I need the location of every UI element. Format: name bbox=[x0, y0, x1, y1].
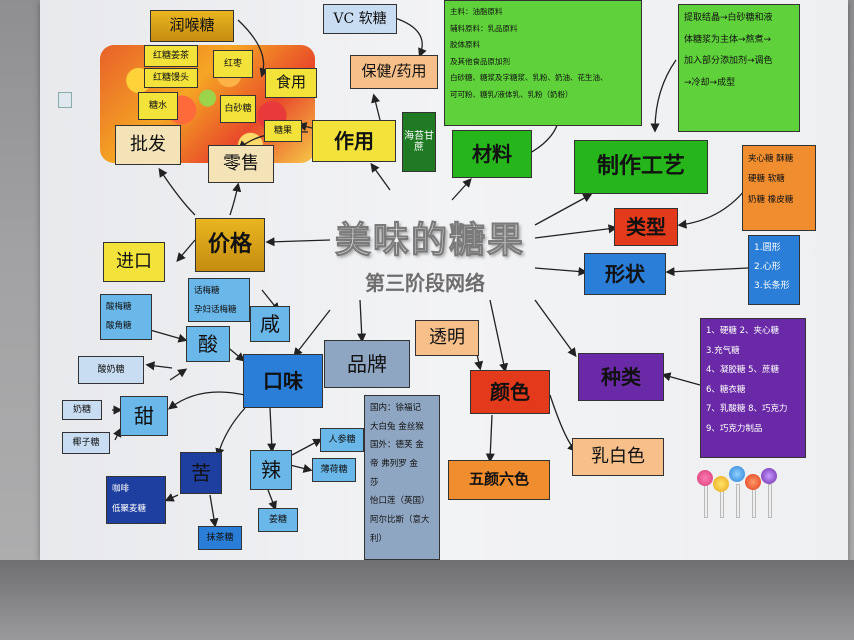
node-use: 作用 bbox=[312, 120, 396, 162]
node-retail: 零售 bbox=[208, 145, 274, 183]
materials-list: 主料：油脂原料 辅料原料：乳品原料 胶体原料 及其他食品原加剂 白砂糖、糖浆及字… bbox=[444, 0, 642, 126]
node-bitter: 苦 bbox=[180, 452, 222, 494]
node-sour-milk: 酸奶糖 bbox=[78, 356, 144, 384]
bitter-list: 咖啡 低聚麦糖 bbox=[106, 476, 166, 524]
node-flavor: 口味 bbox=[243, 354, 323, 408]
lollipop-icon bbox=[697, 470, 713, 486]
node-craft: 制作工艺 bbox=[574, 140, 708, 194]
center-subtitle: 第三阶段网络 bbox=[365, 270, 485, 295]
brand-list: 国内：徐福记 大白兔 金丝猴 国外：德芙 金 帝 弗列罗 金 莎 怡口莲（英国）… bbox=[364, 395, 440, 560]
node-shape: 形状 bbox=[584, 253, 666, 295]
lollipop-icon bbox=[745, 474, 761, 490]
lollipop-stick bbox=[736, 484, 740, 518]
node-transparent: 透明 bbox=[415, 320, 479, 356]
salty-list: 话梅糖 孕妇话梅糖 bbox=[188, 278, 250, 322]
node-edible: 食用 bbox=[265, 68, 317, 98]
node-seaweed-sweet: 海苔甘蔗 bbox=[402, 112, 436, 172]
node-brand: 品牌 bbox=[324, 340, 410, 388]
node-bitter-b: 抹茶糖 bbox=[198, 526, 242, 550]
lollipop-stick bbox=[704, 484, 708, 518]
node-sour: 酸 bbox=[186, 326, 230, 362]
node-salty: 咸 bbox=[250, 306, 290, 342]
node-sweet-a: 奶糖 bbox=[62, 400, 102, 420]
lollipop-icon bbox=[713, 476, 729, 492]
node-spicy-a: 人参糖 bbox=[320, 428, 364, 452]
node-spicy: 辣 bbox=[250, 450, 292, 490]
node-color: 颜色 bbox=[470, 370, 550, 414]
craft-list: 提取结晶→白砂糖和液 体糖浆为主体→熬煮→ 加入部分添加剂→调色 →冷却→成型 bbox=[678, 4, 800, 132]
category-list: 夹心糖 酥糖 硬糖 软糖 奶糖 橡皮糖 bbox=[742, 145, 816, 231]
node-materials: 材料 bbox=[452, 130, 532, 178]
node-spicy-b: 薄荷糖 bbox=[312, 458, 356, 482]
node-wholesale: 批发 bbox=[115, 125, 181, 165]
lollipop-icon bbox=[761, 468, 777, 484]
node-white-sugar: 白砂糖 bbox=[220, 95, 256, 123]
node-sweet-b: 椰子糖 bbox=[62, 432, 110, 454]
node-throat-candy: 润喉糖 bbox=[150, 10, 234, 42]
node-spicy-c: 姜糖 bbox=[258, 508, 298, 532]
node-types: 种类 bbox=[578, 353, 664, 401]
node-fruit-candy: 糖果 bbox=[264, 120, 302, 142]
document-icon[interactable] bbox=[58, 92, 72, 108]
node-category: 类型 bbox=[614, 208, 678, 246]
sour-list: 酸梅糖 酸角糖 bbox=[100, 294, 152, 340]
node-milky-white: 乳白色 bbox=[572, 438, 664, 476]
node-red-date: 红枣 bbox=[213, 50, 253, 78]
node-health-medicine: 保健/药用 bbox=[350, 55, 438, 89]
node-vc-candy: VC 软糖 bbox=[323, 4, 397, 34]
node-import: 进口 bbox=[103, 242, 165, 282]
center-title: 美味的糖果 bbox=[334, 219, 525, 262]
desk-surface bbox=[0, 560, 854, 640]
node-brown-sugar-ginger: 红糖姜茶 bbox=[144, 45, 198, 67]
node-price: 价格 bbox=[195, 218, 265, 272]
lollipop-icon bbox=[729, 466, 745, 482]
node-five-colors: 五颜六色 bbox=[448, 460, 550, 500]
lollipop-stick bbox=[768, 484, 772, 518]
types-list: 1、硬糖 2、夹心糖 3.充气糖 4、凝胶糖 5、蔗糖 6、糖衣糖 7、乳酸糖 … bbox=[700, 318, 806, 458]
node-sweet-water: 糖水 bbox=[138, 92, 178, 120]
node-brown-sugar-head: 红糖馒头 bbox=[144, 68, 198, 88]
node-sweet: 甜 bbox=[120, 396, 168, 436]
shape-list: 1.圆形 2.心形 3.长条形 bbox=[748, 235, 800, 305]
